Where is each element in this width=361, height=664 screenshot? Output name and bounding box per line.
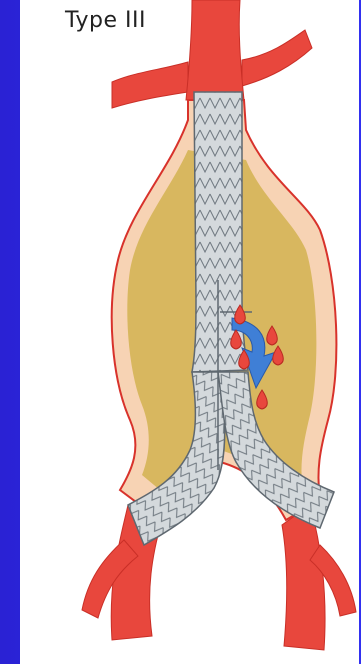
proximal-aorta (186, 0, 244, 100)
left-renal-artery (112, 62, 188, 108)
right-renal-artery (242, 30, 312, 86)
endoleak-illustration (20, 0, 359, 664)
slide-panel: Type III (20, 0, 359, 664)
